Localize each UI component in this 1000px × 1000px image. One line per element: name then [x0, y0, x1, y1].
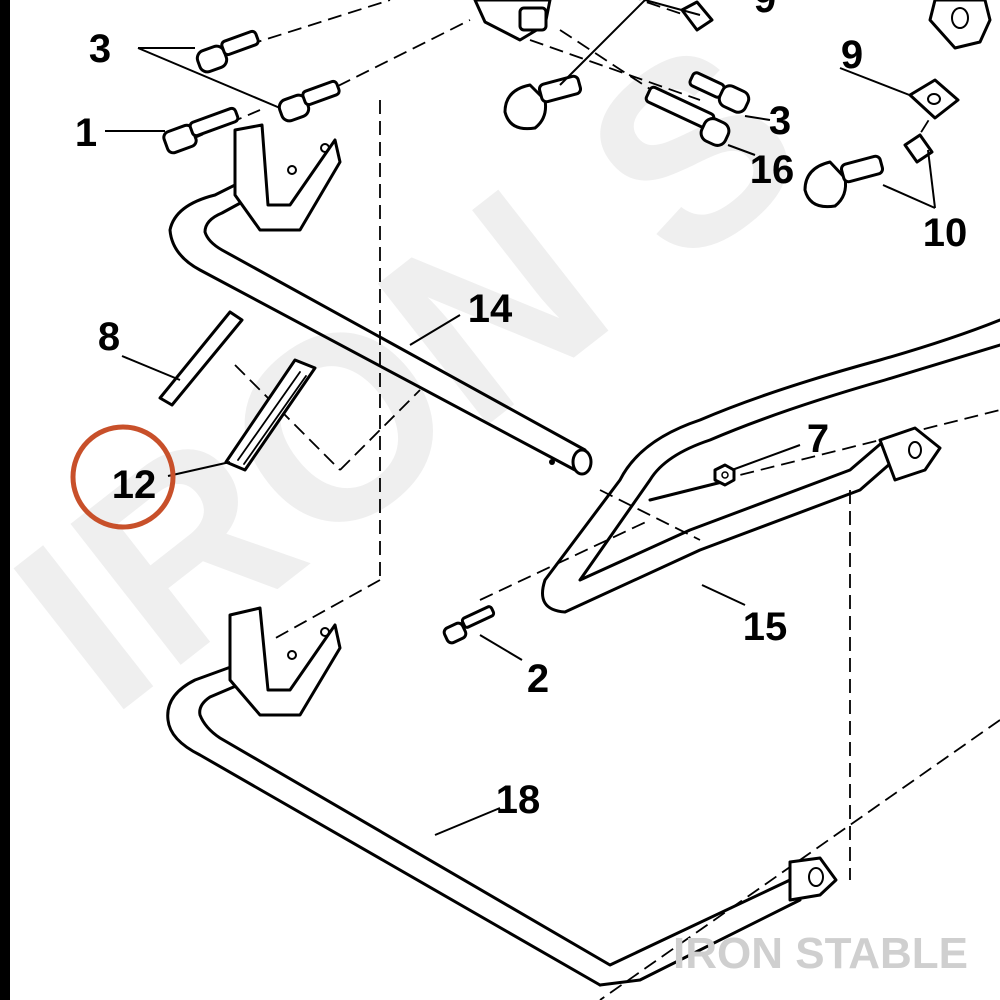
bolt-3-right	[688, 71, 751, 114]
upper-crash-bar	[168, 123, 593, 476]
top-mount-bracket-left	[473, 0, 552, 42]
left-border	[0, 0, 10, 1000]
callout-8: 8	[98, 315, 120, 359]
callout-14: 14	[468, 287, 513, 331]
pin-part	[158, 310, 244, 407]
watermark-text: IRON S	[0, 0, 850, 764]
callout-2: 2	[527, 657, 549, 701]
callout-7: 7	[807, 417, 829, 461]
callout-16: 16	[750, 148, 795, 192]
brand-watermark: IRON STABLE	[673, 929, 968, 978]
callout-9-right: 9	[841, 33, 863, 77]
bolt-1	[162, 106, 240, 155]
clip-9-top	[680, 0, 714, 32]
callout-3-upper: 3	[89, 27, 111, 71]
nut-7	[713, 463, 736, 487]
callout-1: 1	[75, 111, 97, 155]
callout-15: 15	[743, 605, 788, 649]
quarter-turn-fastener-left	[503, 74, 583, 131]
bolt-16	[644, 85, 731, 147]
clip-9-right	[908, 78, 960, 120]
bolt-2	[442, 605, 496, 645]
bolt-3-upper	[195, 29, 260, 74]
highlight-circle	[70, 424, 176, 530]
side-loop-bar	[541, 318, 1000, 614]
callout-3-right: 3	[769, 99, 791, 143]
callout-9-top: 9	[754, 0, 776, 21]
bolt-3-lower	[277, 79, 341, 123]
lower-crash-bar	[166, 606, 838, 987]
clip-10-small	[903, 133, 934, 164]
callout-18: 18	[496, 778, 541, 822]
quarter-turn-fastener-right	[803, 154, 885, 209]
callout-10: 10	[923, 211, 968, 255]
top-mount-bracket-right	[928, 0, 992, 50]
callout-12: 12	[112, 463, 157, 507]
leader-lines	[105, 0, 936, 836]
slotted-insert-part	[224, 358, 317, 472]
